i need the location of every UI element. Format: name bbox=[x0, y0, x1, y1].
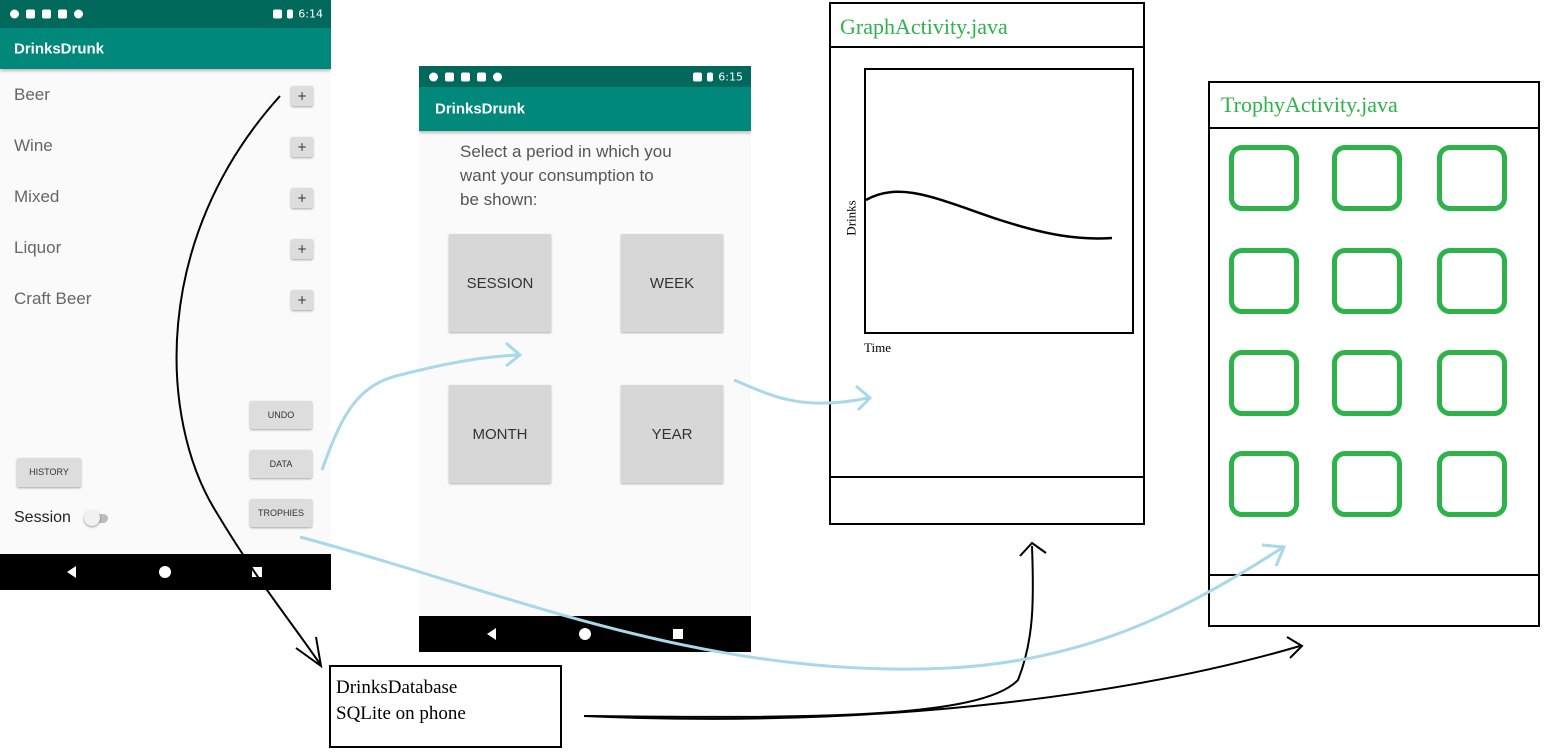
status-bar: 6:15 bbox=[419, 66, 751, 87]
graph-activity-frame bbox=[829, 2, 1145, 525]
notification-icons bbox=[429, 72, 502, 81]
trophy-footer-divider bbox=[1208, 574, 1540, 576]
graph-y-label: Drinks bbox=[843, 200, 859, 236]
data-button[interactable]: DATA bbox=[250, 450, 312, 478]
recents-icon[interactable] bbox=[252, 567, 262, 577]
trophy-slot[interactable] bbox=[1332, 145, 1402, 211]
trophy-slot[interactable] bbox=[1332, 451, 1402, 517]
drink-label-liquor: Liquor bbox=[14, 238, 62, 257]
back-icon[interactable] bbox=[67, 566, 76, 578]
signal-icon bbox=[42, 9, 51, 19]
database-name: DrinksDatabase bbox=[336, 677, 458, 698]
graph-plot-box bbox=[864, 68, 1134, 334]
trophy-title-divider bbox=[1208, 127, 1540, 129]
nav-bar bbox=[419, 616, 751, 652]
arrow-database-to-trophy-head bbox=[1286, 636, 1304, 659]
status-time: 6:15 bbox=[718, 70, 743, 83]
status-bar: 6:14 bbox=[0, 0, 331, 28]
add-liquor-button[interactable]: + bbox=[291, 239, 313, 259]
arrow-database-to-trophy bbox=[583, 645, 1301, 720]
sd-card-icon bbox=[477, 72, 486, 81]
graph-activity-title: GraphActivity.java bbox=[840, 14, 1008, 39]
week-period-label: WEEK bbox=[649, 274, 695, 292]
notification-icons bbox=[10, 9, 83, 19]
year-period-button[interactable]: YEAR bbox=[621, 385, 723, 483]
drink-label-craft-beer: Craft Beer bbox=[14, 289, 92, 308]
android-icon bbox=[74, 9, 83, 19]
battery-icon bbox=[707, 72, 714, 81]
year-period-label: YEAR bbox=[651, 425, 693, 443]
app-icon bbox=[445, 72, 454, 81]
system-icons: 6:15 bbox=[693, 70, 743, 83]
back-icon[interactable] bbox=[487, 628, 496, 640]
app-title: DrinksDrunk bbox=[14, 40, 105, 57]
period-prompt-line-3: be shown: bbox=[460, 190, 538, 209]
trophy-slot[interactable] bbox=[1332, 248, 1402, 314]
app-bar: DrinksDrunk bbox=[419, 87, 751, 131]
recents-icon[interactable] bbox=[673, 629, 683, 639]
database-box bbox=[329, 665, 562, 748]
signal-icon bbox=[461, 72, 470, 81]
home-icon[interactable] bbox=[159, 566, 171, 578]
session-period-button[interactable]: SESSION bbox=[449, 234, 551, 332]
drink-label-wine: Wine bbox=[14, 136, 53, 155]
trophy-slot[interactable] bbox=[1229, 145, 1299, 211]
period-prompt-line-2: want your consumption to bbox=[460, 166, 654, 185]
shield-icon bbox=[429, 72, 438, 81]
period-prompt-line-1: Select a period in which you bbox=[460, 142, 672, 161]
sd-card-icon bbox=[58, 9, 67, 19]
drink-label-beer: Beer bbox=[14, 85, 50, 104]
week-period-button[interactable]: WEEK bbox=[621, 234, 723, 332]
add-beer-button[interactable]: + bbox=[291, 86, 313, 106]
trophy-slot[interactable] bbox=[1437, 248, 1507, 314]
history-button[interactable]: HISTORY bbox=[17, 458, 81, 487]
app-bar: DrinksDrunk bbox=[0, 28, 331, 69]
add-mixed-button[interactable]: + bbox=[291, 188, 313, 208]
graph-x-label: Time bbox=[864, 340, 891, 355]
trophy-slot[interactable] bbox=[1437, 451, 1507, 517]
system-icons: 6:14 bbox=[273, 8, 323, 21]
trophy-slot[interactable] bbox=[1229, 350, 1299, 416]
main-phone-screen: 6:14 DrinksDrunk Beer + Wine + Mixed + L… bbox=[0, 0, 331, 590]
trophy-slot[interactable] bbox=[1437, 350, 1507, 416]
database-type: SQLite on phone bbox=[336, 703, 466, 724]
android-icon bbox=[493, 72, 502, 81]
month-period-label: MONTH bbox=[472, 425, 528, 443]
arrow-to-database-head bbox=[295, 636, 323, 669]
shield-icon bbox=[10, 9, 19, 19]
arrow-database-to-graph-head bbox=[1019, 541, 1047, 557]
status-time: 6:14 bbox=[298, 7, 323, 21]
battery-icon bbox=[287, 9, 294, 19]
session-period-label: SESSION bbox=[466, 274, 534, 292]
wifi-icon bbox=[693, 72, 703, 81]
app-title: DrinksDrunk bbox=[435, 100, 526, 118]
wifi-icon bbox=[273, 9, 283, 19]
session-label: Session bbox=[14, 509, 71, 526]
add-craft-beer-button[interactable]: + bbox=[291, 290, 313, 310]
nav-bar bbox=[0, 554, 331, 590]
undo-button[interactable]: UNDO bbox=[250, 401, 312, 429]
home-icon[interactable] bbox=[579, 628, 591, 640]
trophy-slot[interactable] bbox=[1437, 145, 1507, 211]
graph-title-divider bbox=[829, 46, 1145, 48]
drink-label-mixed: Mixed bbox=[14, 187, 60, 206]
trophy-activity-title: TrophyActivity.java bbox=[1221, 92, 1398, 117]
session-toggle[interactable] bbox=[84, 510, 100, 526]
trophy-slot[interactable] bbox=[1229, 248, 1299, 314]
add-wine-button[interactable]: + bbox=[291, 137, 313, 157]
trophies-button[interactable]: TROPHIES bbox=[250, 499, 312, 527]
month-period-button[interactable]: MONTH bbox=[449, 385, 551, 483]
graph-footer-divider bbox=[829, 476, 1145, 478]
trophy-slot[interactable] bbox=[1332, 350, 1402, 416]
app-icon bbox=[26, 9, 35, 19]
trophy-slot[interactable] bbox=[1229, 451, 1299, 517]
